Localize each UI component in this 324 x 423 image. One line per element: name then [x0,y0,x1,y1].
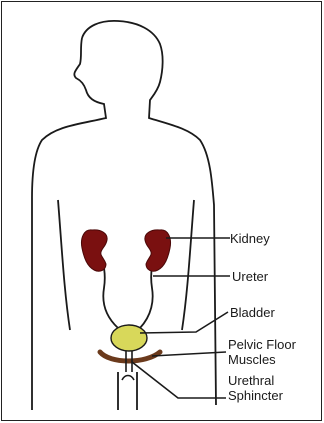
kidney-right [145,230,171,271]
label-urethral-sphincter-line2: Sphincter [228,388,284,403]
label-pelvic-floor-line1: Pelvic Floor [228,337,297,352]
label-bladder: Bladder [230,305,275,320]
pelvic-floor-muscles [100,352,160,361]
label-kidney: Kidney [230,231,270,246]
body-outline-upper [82,21,216,405]
torso-line-left [58,200,70,330]
kidney-left [81,230,107,271]
label-ureter: Ureter [232,269,269,284]
bladder [111,325,147,351]
leader-urethral-sphincter [132,362,226,398]
crotch-line [122,376,134,381]
torso-line-right [182,200,194,330]
label-urethral-sphincter-line1: Urethral [228,373,274,388]
label-pelvic-floor-line2: Muscles [228,352,276,367]
body-outline-head-left [32,38,106,410]
